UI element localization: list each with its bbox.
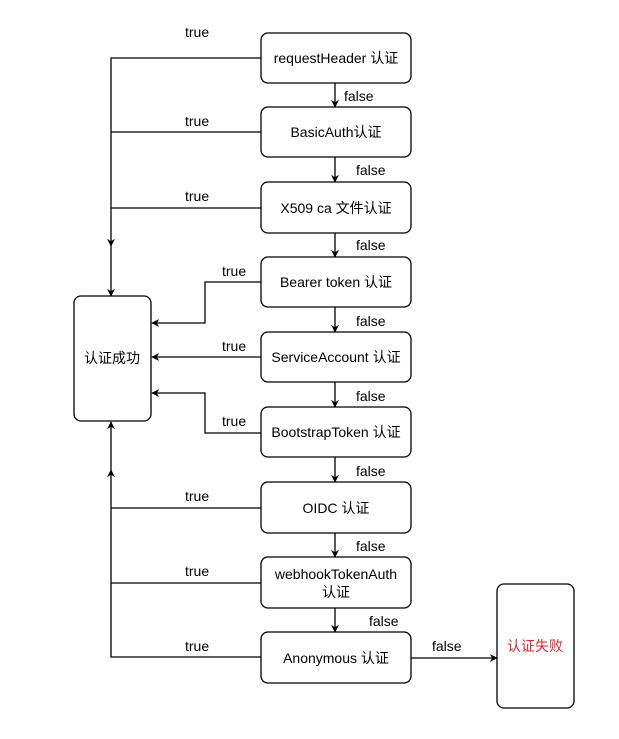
- node-anonymous: [260, 631, 412, 684]
- node-basicauth-label: BasicAuth认证: [290, 124, 381, 140]
- node-oidc: [260, 481, 412, 534]
- node-anonymous-label: Anonymous 认证: [283, 650, 389, 666]
- node-bearer-label: Bearer token 认证: [280, 274, 392, 290]
- node-requestheader-label: requestHeader 认证: [274, 50, 399, 66]
- edge-n1-success: [107, 57, 261, 247]
- label-false-n9: false: [432, 638, 462, 654]
- node-webhook: [260, 556, 412, 609]
- node-bearer: [260, 256, 412, 308]
- node-serviceaccount-label: ServiceAccount 认证: [271, 349, 400, 365]
- label-true-n7: true: [185, 488, 209, 504]
- label-true-n8: true: [185, 563, 209, 579]
- node-serviceaccount: [260, 331, 412, 383]
- label-false-n1: false: [344, 88, 374, 104]
- label-false-n5: false: [356, 388, 386, 404]
- label-true-n6: true: [222, 413, 246, 429]
- label-true-n1: true: [185, 24, 209, 40]
- node-success: [73, 295, 152, 422]
- label-false-n4: false: [356, 313, 386, 329]
- node-x509: [260, 181, 412, 234]
- label-false-n8: false: [369, 613, 399, 629]
- label-false-n6: false: [356, 463, 386, 479]
- label-true-n9: true: [185, 638, 209, 654]
- node-x509-label: X509 ca 文件认证: [280, 200, 391, 216]
- node-failure: [496, 583, 575, 709]
- label-false-n2: false: [356, 162, 386, 178]
- node-webhook-label-line2: 认证: [322, 584, 350, 600]
- edge-n4-success: [151, 281, 261, 327]
- label-true-n4: true: [222, 263, 246, 279]
- label-false-n7: false: [356, 538, 386, 554]
- label-true-n3: true: [185, 188, 209, 204]
- edge-n6-success: [151, 389, 261, 434]
- label-false-n3: false: [356, 237, 386, 253]
- node-webhook-label-line1: webhookTokenAuth: [274, 566, 397, 582]
- edge-n9-success: [107, 469, 261, 658]
- node-basicauth: [260, 106, 412, 158]
- node-bootstrap: [260, 406, 412, 458]
- label-true-n2: true: [185, 113, 209, 129]
- node-bootstrap-label: BootstrapToken 认证: [271, 424, 400, 440]
- node-oidc-label: OIDC 认证: [303, 500, 370, 516]
- node-requestheader: [260, 32, 412, 84]
- label-true-n5: true: [222, 338, 246, 354]
- node-success-label: 认证成功: [84, 350, 140, 366]
- node-failure-label: 认证失败: [507, 638, 563, 654]
